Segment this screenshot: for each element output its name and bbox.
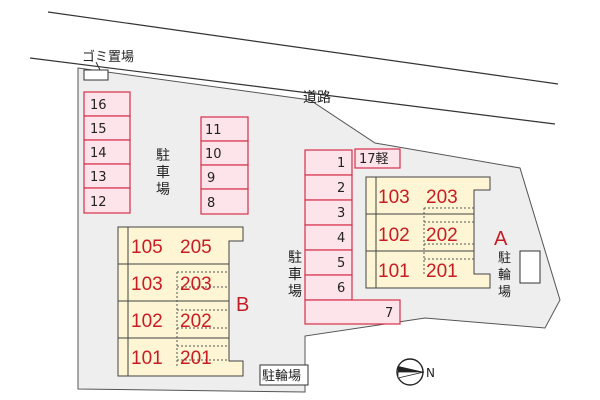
parking-slot-17kei xyxy=(354,148,401,169)
unit-number: 103 xyxy=(131,274,163,295)
parking-slot-label: 13 xyxy=(90,170,107,185)
unit-number: 102 xyxy=(131,311,163,332)
unit-number: 205 xyxy=(180,237,212,258)
parking-slot-label: 5 xyxy=(337,256,345,271)
north-arrow-icon xyxy=(396,358,425,386)
parking-label-right-3: 場 xyxy=(288,284,302,300)
unit-number: 201 xyxy=(180,348,212,369)
unit-number: 101 xyxy=(378,261,410,282)
parking-label-left-3: 場 xyxy=(156,182,170,198)
unit-number: 203 xyxy=(180,274,212,295)
parking-label-right-2: 車 xyxy=(288,266,302,283)
unit-number: 101 xyxy=(131,348,163,369)
north-label: N xyxy=(426,366,435,380)
building-a: 103 203 102 202 101 201 xyxy=(365,176,491,289)
bike-label-a-3: 場 xyxy=(498,285,511,300)
parking-slot-label: 10 xyxy=(205,147,222,162)
bike-parking-box xyxy=(259,364,309,386)
parking-left-col: 16 15 14 13 12 xyxy=(83,91,131,214)
unit-number: 203 xyxy=(426,187,458,208)
bike-rack-box xyxy=(519,250,541,284)
unit-number: 102 xyxy=(378,225,410,246)
bike-label-a-2: 輪 xyxy=(498,267,511,283)
parking-right-col: 1 2 3 4 5 6 7 xyxy=(304,149,401,325)
garbage-box xyxy=(83,69,109,81)
parking-slot-label: 2 xyxy=(337,181,345,196)
unit-number: 202 xyxy=(426,225,458,246)
parking-slot-label: 8 xyxy=(207,196,215,211)
parking-slot-label: 12 xyxy=(90,195,107,210)
parking-slot-label: 4 xyxy=(337,231,345,246)
parking-mid-col: 11 10 9 8 xyxy=(200,116,249,215)
parking-slot-label: 17軽 xyxy=(359,152,389,167)
building-a-label: A xyxy=(494,228,508,250)
garbage-leader-line xyxy=(95,61,101,71)
parking-label-left-2: 車 xyxy=(156,164,170,181)
unit-number: 201 xyxy=(426,261,458,282)
unit-number: 105 xyxy=(131,237,163,258)
unit-number: 202 xyxy=(180,311,212,332)
building-b: 105 205 103 203 102 202 101 201 xyxy=(117,226,244,377)
parking-slot-label: 11 xyxy=(205,123,222,138)
road-label: 道路 xyxy=(303,90,331,106)
bike-label-a-1: 駐 xyxy=(498,251,511,266)
bike-parking-label: 駐輪場 xyxy=(262,368,301,384)
parking-slot-label: 14 xyxy=(90,146,107,161)
parking-label-right-1: 駐 xyxy=(288,250,302,266)
parking-slot-label: 7 xyxy=(385,306,393,321)
parking-slot-label: 1 xyxy=(337,156,345,171)
unit-number: 103 xyxy=(378,187,410,208)
parking-label-left-1: 駐 xyxy=(156,148,170,164)
garbage-label: ゴミ置場 xyxy=(82,49,134,65)
parking-slot-label: 15 xyxy=(90,122,107,137)
building-b-label: B xyxy=(236,294,249,316)
parking-slot-label: 16 xyxy=(90,98,107,113)
road-edge-north xyxy=(47,11,559,85)
road-edge-south xyxy=(29,57,556,125)
parking-slot-label: 6 xyxy=(337,281,345,296)
parking-slot-label: 3 xyxy=(337,206,345,221)
parking-slot-label: 9 xyxy=(207,171,215,186)
